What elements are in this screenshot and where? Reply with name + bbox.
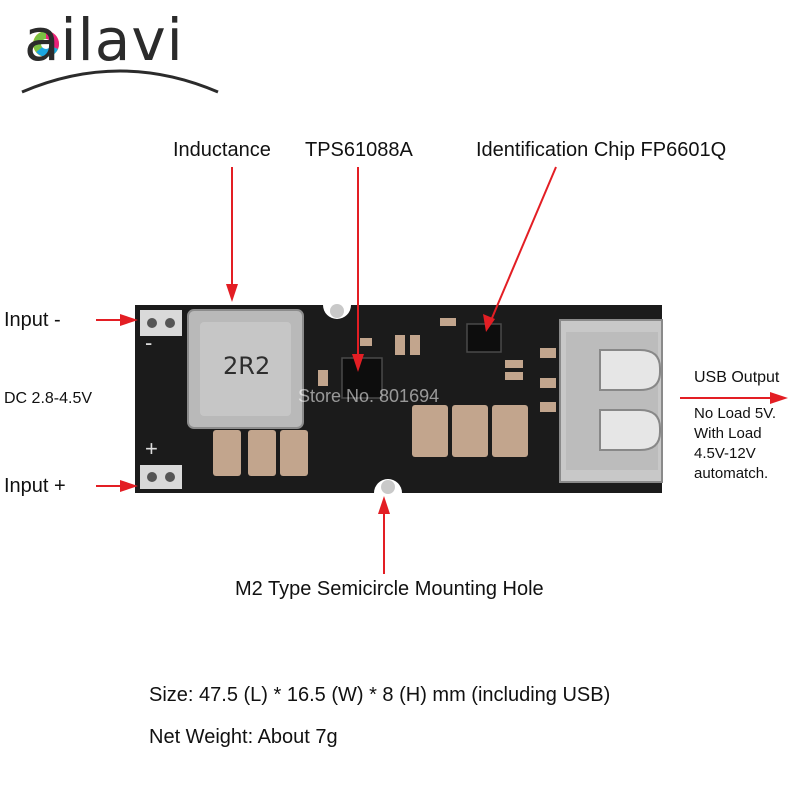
spec-weight: Net Weight: About 7g bbox=[149, 726, 338, 748]
label-chip: TPS61088A bbox=[305, 139, 413, 161]
usb-note: With Load bbox=[694, 425, 762, 442]
silk-minus: - bbox=[145, 330, 153, 355]
label-identification-chip: Identification Chip FP6601Q bbox=[476, 139, 727, 161]
watermark: Store No. 801694 bbox=[298, 386, 440, 406]
inductor-marking: 2R2 bbox=[223, 352, 271, 380]
label-input-minus: Input - bbox=[4, 309, 61, 331]
label-dc-range: DC 2.8-4.5V bbox=[4, 390, 93, 407]
usb-note: No Load 5V. bbox=[694, 405, 777, 422]
label-usb-output: USB Output bbox=[694, 369, 780, 386]
silk-plus: + bbox=[145, 436, 158, 461]
label-input-plus: Input + bbox=[4, 475, 66, 497]
label-inductance: Inductance bbox=[173, 139, 271, 161]
label-mounting-hole: M2 Type Semicircle Mounting Hole bbox=[235, 578, 544, 600]
brand-name: ailavi bbox=[24, 6, 184, 74]
usb-note: automatch. bbox=[694, 465, 769, 482]
usb-notes: No Load 5V. With Load 4.5V-12V automatch… bbox=[694, 404, 776, 484]
spec-size: Size: 47.5 (L) * 16.5 (W) * 8 (H) mm (in… bbox=[149, 684, 611, 706]
usb-note: 4.5V-12V bbox=[694, 445, 756, 462]
